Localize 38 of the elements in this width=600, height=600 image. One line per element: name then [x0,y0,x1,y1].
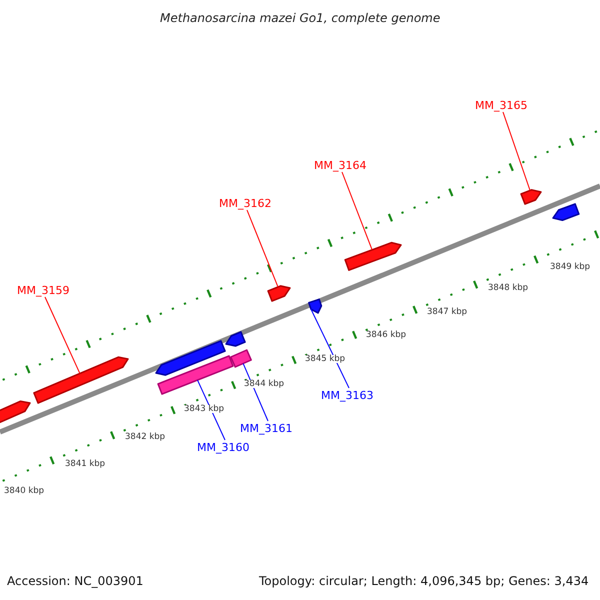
gene-label: MM_3161 [240,422,292,434]
gene-feature-bar [230,349,252,368]
gene-label: MM_3163 [321,390,374,400]
scale-label: 3843 kbp [184,404,224,413]
gene-feature [552,203,580,222]
leader-line [242,363,268,422]
gene-feature [308,298,322,314]
gene-feature [155,340,226,376]
leader-line [310,308,350,388]
scale-label: 3846 kbp [366,330,406,339]
gene-feature [225,331,246,347]
scale-label: 3848 kbp [488,284,528,292]
scale-label: 3840 kbp [4,486,44,495]
scale-label: 3842 kbp [125,432,166,441]
gene-feature [267,285,291,302]
footer-text: Topology: circular; Length: 4,096,345 bp; Genes: 3,434 [259,575,589,587]
footer-text: Accession: NC_003901 [7,575,144,587]
leader-line [197,380,226,440]
gene-label: MM_3165 [475,100,528,110]
scale-label: 3844 kbp [244,380,284,388]
gene-feature [520,189,542,205]
leader-line [342,172,373,250]
scale-label: 3841 kbp [65,460,106,468]
gene-label: MM_3160 [197,442,250,452]
gene-label: MM_3164 [314,160,366,170]
gene-label: MM_3159 [17,284,70,296]
gene-label: MM_3162 [219,198,272,208]
leader-line [44,296,80,374]
gene-feature [0,400,31,425]
leader-line [502,112,530,191]
gene-feature [33,356,129,404]
title: Methanosarcina mazei Go1, complete genome [160,12,440,24]
scale-label: 3847 kbp [427,308,468,316]
scale-label: 3849 kbp [550,262,590,271]
leader-line [246,210,278,288]
scale-label: 3845 kbp [305,354,346,363]
gene-feature-bar [157,355,234,395]
gene-feature [344,242,402,271]
